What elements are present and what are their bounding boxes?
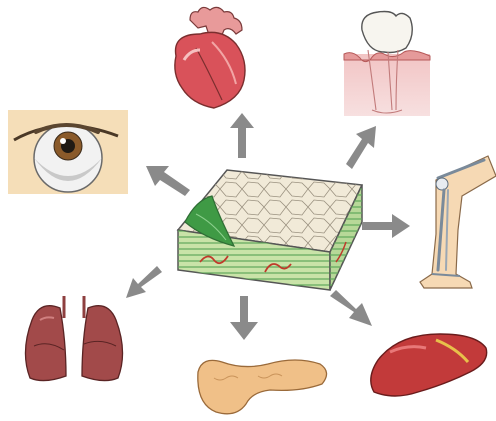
arrow-to-eye bbox=[146, 166, 190, 196]
arrow-to-liver bbox=[330, 290, 372, 326]
heart-icon bbox=[175, 7, 245, 108]
arrow-to-tooth bbox=[346, 126, 376, 169]
pancreas-icon bbox=[198, 360, 327, 414]
tissue-block-icon bbox=[178, 170, 362, 290]
leg-bone-icon bbox=[420, 156, 496, 288]
arrow-to-heart bbox=[230, 113, 254, 158]
arrow-to-leg bbox=[362, 214, 410, 238]
tooth-icon bbox=[344, 12, 430, 117]
arrow-to-lungs bbox=[126, 266, 162, 298]
eye-icon bbox=[8, 110, 128, 194]
liver-icon bbox=[371, 334, 487, 396]
lungs-icon bbox=[25, 296, 122, 381]
arrow-to-pancreas bbox=[230, 296, 258, 340]
